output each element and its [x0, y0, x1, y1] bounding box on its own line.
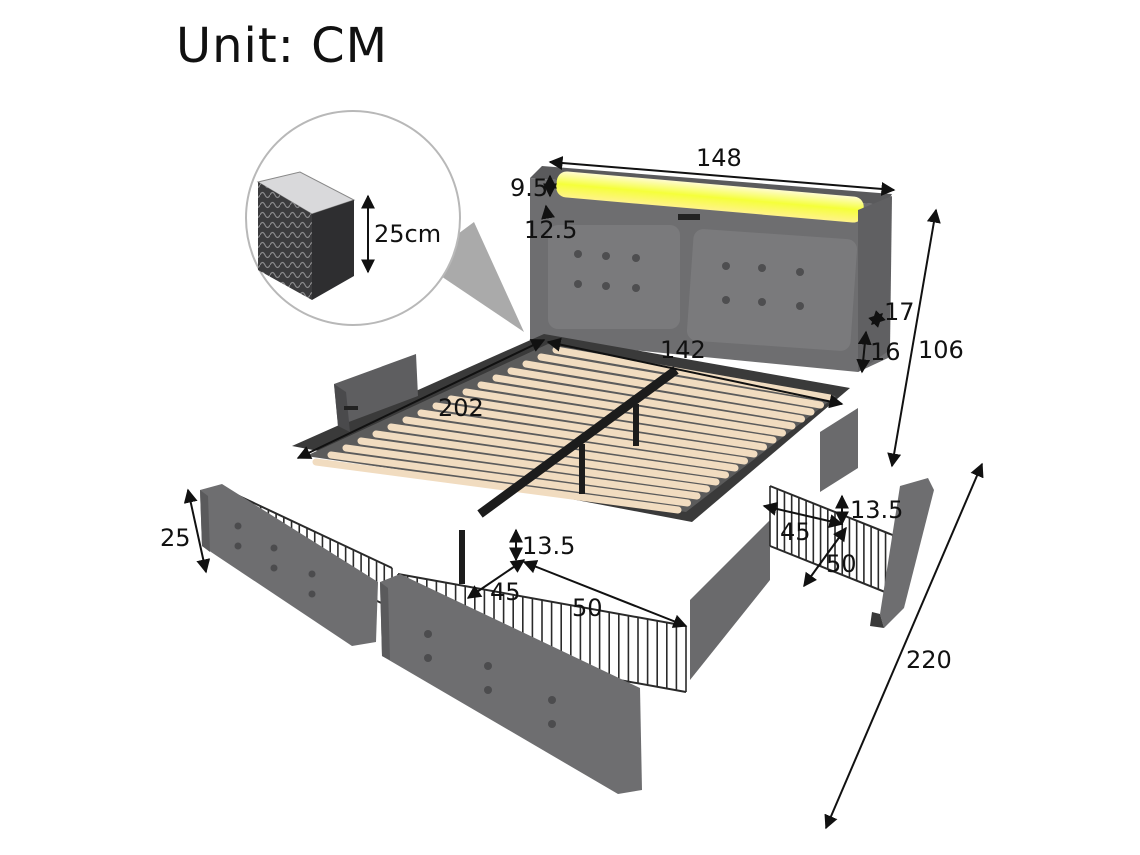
wing-width-label: 16: [870, 338, 901, 366]
unit-title: Unit: CM: [176, 18, 389, 74]
slat: [327, 451, 691, 507]
mattress-thickness-label: 25cm: [374, 220, 441, 248]
total-length-line: [824, 462, 984, 830]
drawer-height-line: [183, 488, 211, 574]
front-drawer-width-label: 45: [490, 578, 521, 606]
mattress-image: [256, 171, 356, 300]
total-height-label: 106: [918, 336, 964, 364]
inner-width-label: 142: [660, 336, 706, 364]
dimension-labels: 148 9.5 12.5 17 16 106 142 202 220 25 13…: [160, 144, 964, 674]
headboard-wing: [858, 196, 892, 372]
headboard-width-label: 148: [696, 144, 742, 172]
usb-port: [678, 214, 700, 220]
light-bar-offset-line: [541, 204, 555, 220]
side-drawer-length-line: [803, 526, 847, 588]
inner-length-label: 202: [438, 394, 484, 422]
inner-length-line: [296, 339, 546, 459]
side-drawer-width-line: [762, 502, 844, 528]
total-height-line: [887, 208, 941, 468]
front-right-drawer: [380, 573, 687, 794]
headboard-cushion-left: [548, 225, 680, 329]
wing-depth-label: 17: [884, 298, 915, 326]
front-drawer-length-line: [522, 560, 688, 628]
total-length-label: 220: [906, 646, 952, 674]
side-drawer-depth-label: 13.5: [850, 496, 903, 524]
front-drawer-width-line: [466, 559, 526, 599]
light-bar-offset-label: 12.5: [524, 216, 577, 244]
drawer-height-label: 25: [160, 524, 191, 552]
mattress-zoom: 25cm: [245, 110, 524, 332]
side-drawer-width-label: 45: [780, 518, 811, 546]
headboard: [530, 166, 892, 372]
side-drawer-length-label: 50: [826, 550, 857, 578]
wing-width-line: [856, 330, 872, 374]
wing-depth-line: [868, 310, 886, 328]
basket-rail: [221, 487, 393, 569]
headboard-cushion-right: [686, 229, 858, 351]
slat: [312, 458, 682, 514]
front-drawer-length-label: 50: [572, 594, 603, 622]
front-drawer-depth-label: 13.5: [522, 532, 575, 560]
dimension-lines: [183, 156, 984, 830]
light-bar-height-label: 9.5: [510, 174, 548, 202]
headboard-width-line: [548, 156, 896, 196]
front-left-drawer: [200, 484, 393, 646]
inner-width-line: [546, 337, 844, 409]
